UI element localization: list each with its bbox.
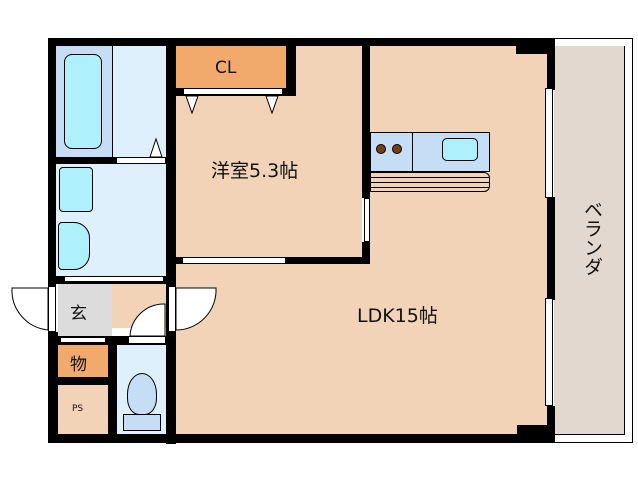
wall-room-right-upper: [362, 38, 370, 198]
washing-machine-icon: [59, 167, 93, 212]
wall-toilet-left: [108, 336, 117, 443]
bath-divider: [112, 46, 113, 157]
wall-left-lower: [48, 332, 58, 443]
storage-door[interactable]: [60, 337, 106, 343]
wall-storage-bottom: [48, 377, 117, 385]
wall-right-mid: [547, 197, 555, 300]
veranda-area: [554, 46, 625, 435]
closet-area: [176, 46, 286, 88]
ldk-label: LDK15帖: [357, 305, 438, 327]
ldk-room: [370, 46, 548, 434]
wall-closet-right: [286, 38, 296, 96]
entrance-area: [58, 284, 112, 336]
stove-burner-icon: [376, 144, 386, 154]
window-balcony-lower[interactable]: [545, 298, 553, 406]
stove-divider: [412, 132, 413, 172]
closet-label: CL: [215, 58, 237, 78]
sliding-door-western-room[interactable]: [182, 257, 286, 264]
pipe-space-area: [58, 385, 108, 435]
wall-corner-bottom: [517, 425, 554, 443]
storage-label: 物: [70, 355, 87, 375]
wall-corner-top: [516, 38, 554, 54]
wash-basin-icon: [58, 222, 90, 270]
bathroom-door[interactable]: [116, 157, 166, 164]
stove-burner-icon: [392, 144, 402, 154]
kitchen-sink-icon: [442, 138, 478, 161]
veranda-label: ベランダ: [581, 200, 603, 276]
pipe-space-label: PS: [72, 404, 84, 414]
washroom-sliding-door[interactable]: [64, 276, 164, 282]
storage-area: [58, 344, 108, 377]
wall-bath-bottom: [48, 157, 176, 164]
wall-bottom: [48, 434, 554, 443]
wall-right-upper: [547, 38, 555, 90]
wall-right-lower: [547, 406, 555, 443]
toilet-icon: [127, 373, 157, 415]
toilet-tank-icon: [123, 414, 161, 431]
bath-washing-area: [112, 46, 166, 158]
wall-hall-right: [166, 284, 176, 444]
bathtub-icon: [64, 54, 102, 149]
western-room-label: 洋室5.3帖: [211, 160, 299, 182]
wall-room-right-lower: [362, 242, 370, 264]
window-western-room[interactable]: [364, 198, 370, 242]
wall-top: [48, 38, 554, 46]
window-balcony-upper[interactable]: [545, 88, 553, 198]
kitchen-bar-counter: [370, 172, 490, 192]
entrance-label: 玄: [70, 304, 87, 324]
closet-door[interactable]: [183, 88, 283, 95]
